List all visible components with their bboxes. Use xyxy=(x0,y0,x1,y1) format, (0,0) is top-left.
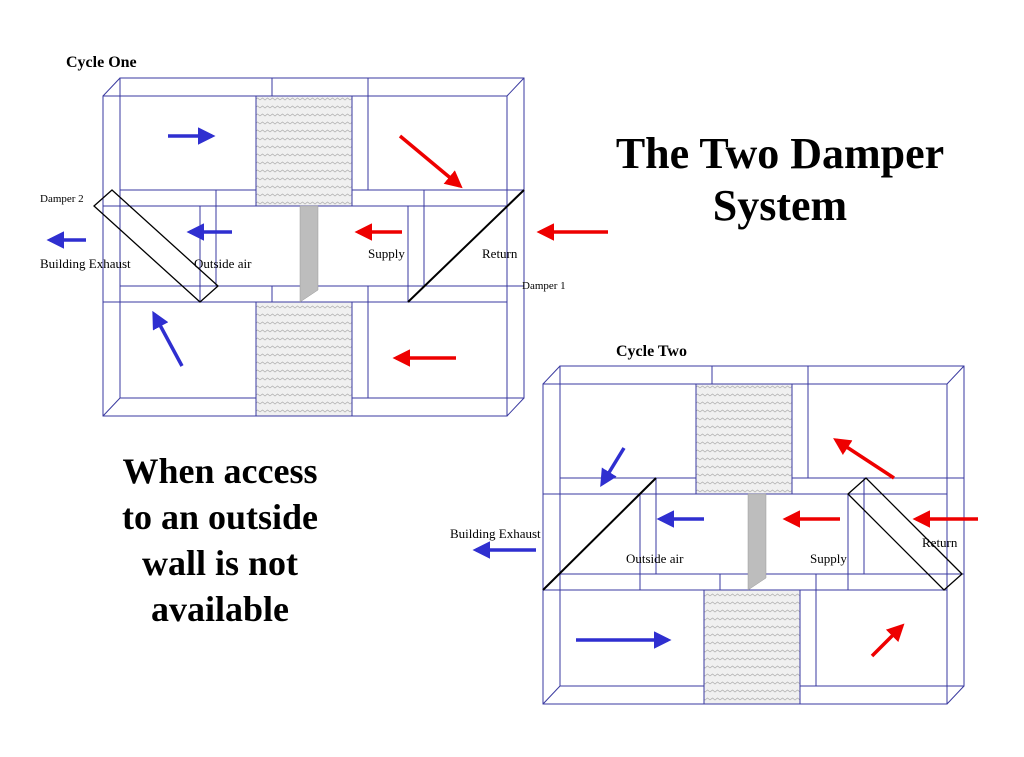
slide-title-line-2: System xyxy=(712,181,848,230)
cycle-one-heading: Cycle One xyxy=(66,54,137,71)
return-label: Return xyxy=(482,246,518,261)
wheel-shaft xyxy=(299,205,319,303)
outside-air-label: Outside air xyxy=(194,256,252,271)
subtitle-line-4: available xyxy=(150,589,289,629)
damper-1-label: Damper 1 xyxy=(522,280,566,292)
red-arrow-up xyxy=(833,438,895,480)
damper-1-plate xyxy=(407,189,525,303)
slide-title-line-1: The Two Damper xyxy=(615,129,945,178)
return-label-2: Return xyxy=(922,535,958,550)
cycle-two-arrows xyxy=(472,438,978,658)
heat-wheel-top-2 xyxy=(695,383,793,495)
slide-title: The Two Damper System xyxy=(560,128,1000,232)
heat-wheel-bottom xyxy=(255,301,353,417)
building-exhaust-label: Building Exhaust xyxy=(40,256,131,271)
subtitle-line-2: to an outside xyxy=(121,497,319,537)
cycle-one-arrows xyxy=(46,127,608,367)
outside-air-label-2: Outside air xyxy=(626,551,684,566)
wheel-shaft-2 xyxy=(747,493,767,591)
heat-wheel-bottom-2 xyxy=(703,589,801,705)
subtitle-line-1: When access xyxy=(122,451,318,491)
damper-2-plate xyxy=(93,189,219,303)
supply-label-2: Supply xyxy=(810,551,847,566)
building-exhaust-label-2: Building Exhaust xyxy=(450,526,541,541)
red-arrow-diag xyxy=(398,134,463,189)
cycle-two-heading: Cycle Two xyxy=(616,343,687,360)
blue-arrow-down xyxy=(600,447,626,487)
slide-subtitle: When access to an outside wall is not av… xyxy=(60,448,380,632)
heat-wheel-top xyxy=(255,95,353,207)
subtitle-line-3: wall is not xyxy=(141,543,299,583)
blue-arrow-up xyxy=(152,310,184,367)
damper-plate-right xyxy=(847,477,963,591)
damper-2-label: Damper 2 xyxy=(40,193,84,205)
red-arrow-diag-2 xyxy=(870,623,905,658)
damper-plate-left xyxy=(542,477,657,591)
supply-label: Supply xyxy=(368,246,405,261)
